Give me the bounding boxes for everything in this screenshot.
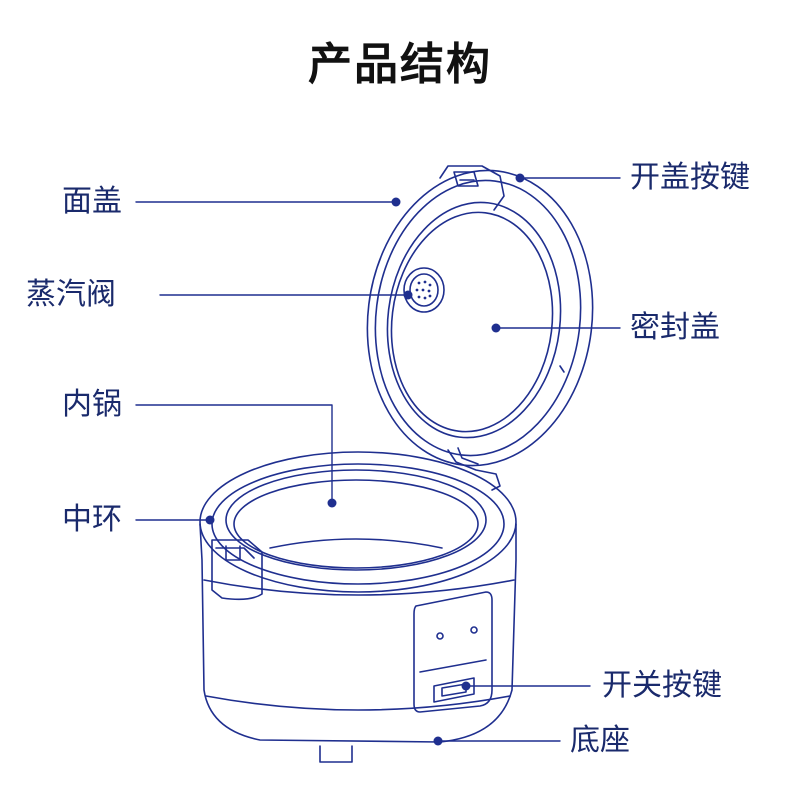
label-base: 底座 bbox=[570, 723, 630, 758]
label-steam-valve: 蒸汽阀 bbox=[26, 277, 116, 312]
dot-switch-button bbox=[461, 681, 471, 691]
steam-valve-graphic bbox=[403, 267, 445, 313]
label-seal-cover: 密封盖 bbox=[630, 310, 720, 345]
dot-lid-button bbox=[515, 173, 525, 183]
dot-steam-valve bbox=[403, 290, 413, 300]
dot-middle-ring bbox=[205, 515, 215, 525]
dot-face-cover bbox=[391, 197, 401, 207]
dot-base bbox=[433, 736, 443, 746]
page-title: 产品结构 bbox=[308, 39, 492, 90]
dot-seal-cover bbox=[491, 323, 501, 333]
label-switch-button: 开关按键 bbox=[602, 668, 722, 703]
callout-dots bbox=[205, 173, 525, 746]
leader-inner-pot bbox=[135, 404, 333, 504]
label-face-cover: 面盖 bbox=[62, 184, 122, 219]
callout-lines bbox=[135, 177, 621, 742]
label-inner-pot: 内锅 bbox=[62, 387, 122, 422]
cooker-body bbox=[199, 451, 517, 763]
lid bbox=[366, 165, 594, 491]
dot-inner-pot bbox=[327, 498, 337, 508]
label-middle-ring: 中环 bbox=[62, 502, 122, 537]
label-lid-button: 开盖按键 bbox=[630, 160, 750, 195]
